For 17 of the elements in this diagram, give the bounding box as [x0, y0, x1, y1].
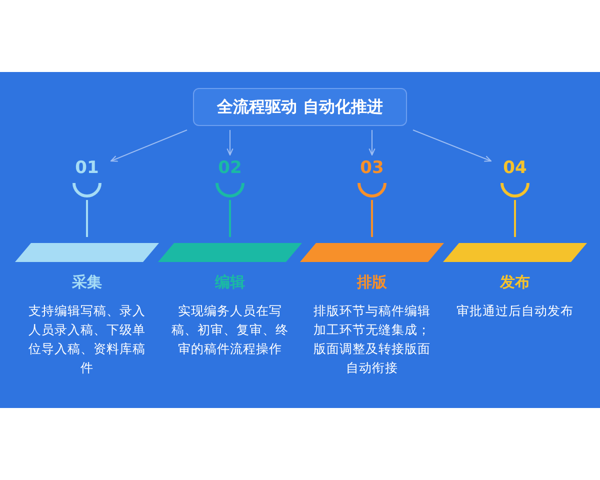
- step-heading: 发布: [498, 273, 531, 292]
- step-heading: 编辑: [214, 273, 246, 292]
- step-number: 02: [217, 158, 243, 178]
- arrow: [226, 130, 234, 156]
- arrow: [110, 130, 188, 162]
- arrow: [368, 130, 376, 156]
- step-number: 04: [502, 158, 528, 178]
- step-number: 03: [359, 158, 385, 178]
- step-heading: 排版: [356, 273, 388, 292]
- arrow: [412, 130, 492, 162]
- step-description: 排版环节与稿件编辑加工环节无缝集成；版面调整及转接版面自动衔接: [312, 302, 432, 377]
- step-number: 01: [74, 158, 100, 178]
- title-box: 全流程驱动 自动化推进: [193, 88, 407, 126]
- step-description: 实现编务人员在写稿、初审、复审、终审的稿件流程操作: [170, 302, 290, 358]
- step-description: 审批通过后自动发布: [456, 302, 574, 320]
- step-heading: 采集: [71, 273, 103, 292]
- step-description: 支持编辑写稿、录入人员录入稿、下级单位导入稿、资料库稿件: [28, 302, 146, 377]
